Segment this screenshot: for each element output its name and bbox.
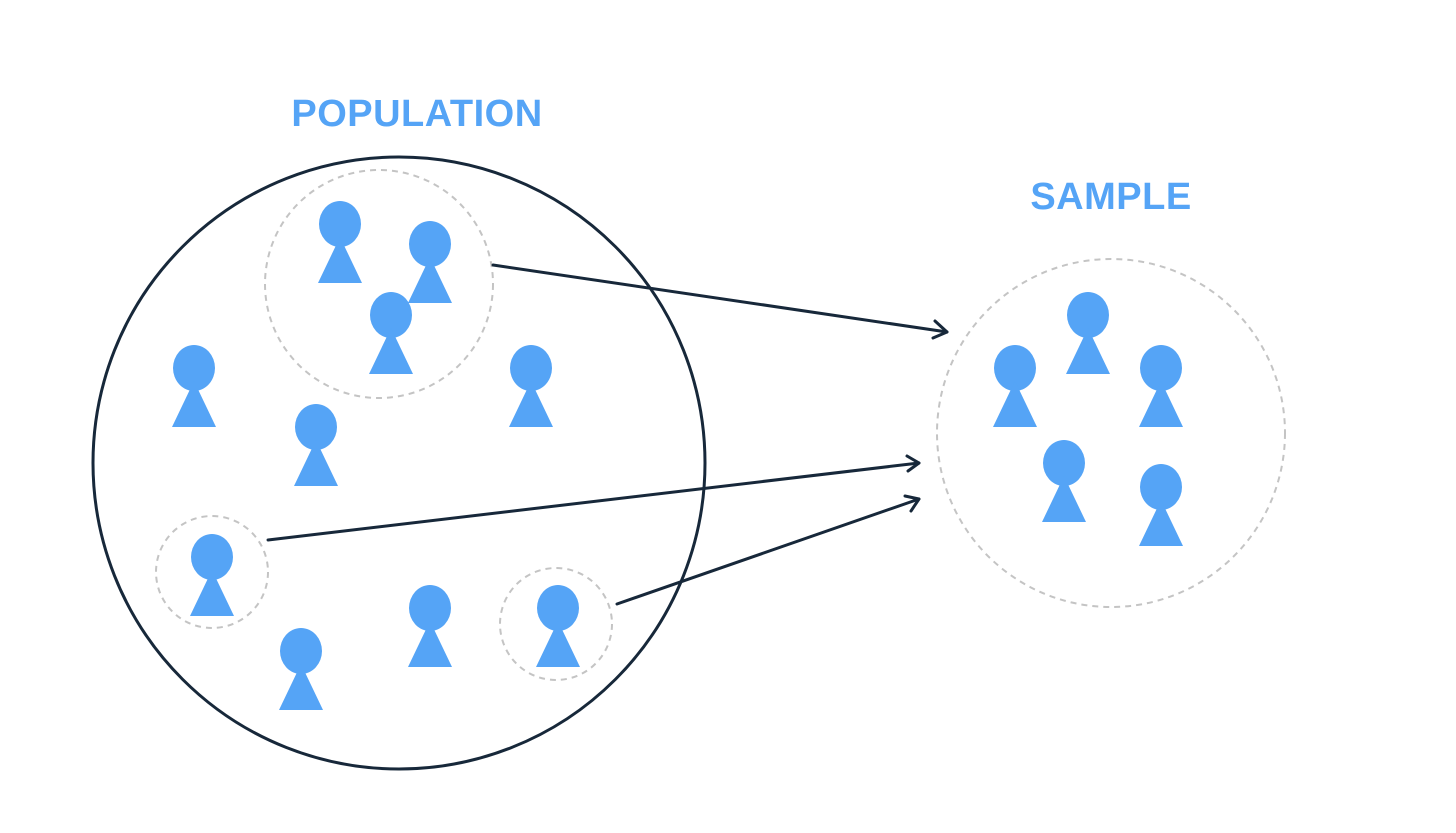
person-icon (369, 292, 413, 374)
selected-group-circle (155, 515, 269, 629)
arrow-icon (266, 454, 921, 542)
person-icon (318, 201, 362, 283)
arrows (266, 263, 949, 606)
person-icon (279, 628, 323, 710)
person-icon (1139, 345, 1183, 427)
sample-circle (936, 258, 1286, 608)
person-icon (1139, 464, 1183, 546)
sample-title: SAMPLE (1030, 176, 1191, 218)
person-icon (294, 404, 338, 486)
population-title: POPULATION (291, 93, 542, 135)
person-icon (408, 585, 452, 667)
person-icon (536, 585, 580, 667)
sample-people (993, 292, 1183, 546)
population-circle (91, 155, 707, 771)
person-icon (993, 345, 1037, 427)
person-icon (1042, 440, 1086, 522)
person-icon (190, 534, 234, 616)
arrow-icon (615, 494, 921, 606)
selected-group-circle (264, 169, 494, 399)
person-icon (1066, 292, 1110, 374)
population-people (172, 201, 580, 710)
person-icon (408, 221, 452, 303)
person-icon (509, 345, 553, 427)
person-icon (172, 345, 216, 427)
arrow-icon (491, 263, 949, 340)
selected-group-circle (499, 567, 613, 681)
